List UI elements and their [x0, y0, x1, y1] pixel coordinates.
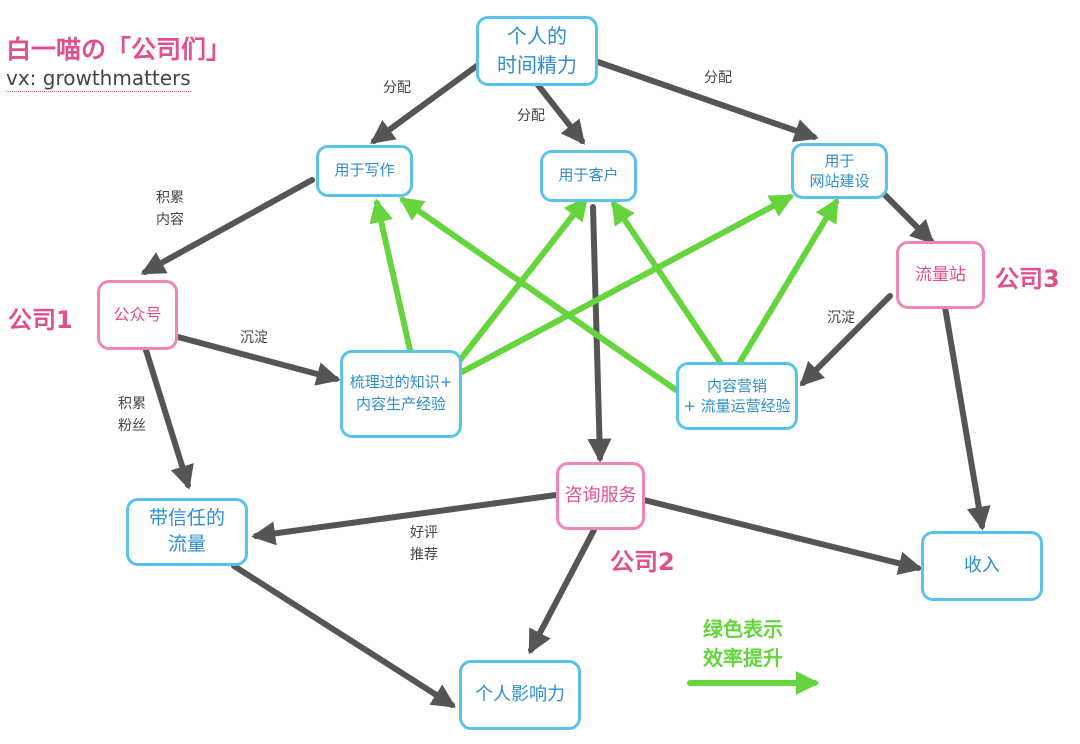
edge-time-to-site: [595, 59, 819, 143]
edge-site-to-trafficsite: [881, 191, 935, 245]
edge-trafficsite-to-income: [942, 304, 991, 531]
edge-knowledge-to-write: [369, 198, 413, 353]
label-deposit-left: 沉淀: [240, 330, 268, 346]
edge-time-to-write: [370, 62, 481, 144]
page-title: 白一喵の「公司们」: [6, 35, 232, 64]
node-traffic-site: 流量站: [896, 241, 985, 309]
edge-consult-to-trusted: [251, 492, 559, 546]
node-time-energy: 个人的 时间精力: [476, 16, 598, 86]
node-content-marketing: 内容营销 + 流量运营经验: [676, 362, 798, 430]
edge-consult-to-influence: [528, 527, 597, 655]
edge-marketing-to-client: [611, 200, 723, 365]
edge-marketing-to-write: [399, 197, 679, 393]
node-for-writing: 用于写作: [316, 145, 413, 197]
label-deposit-right: 沉淀: [827, 310, 855, 326]
node-for-clients: 用于客户: [540, 150, 637, 202]
edge-time-to-client: [535, 82, 585, 145]
edge-trafficsite-to-marketing: [799, 293, 893, 387]
label-allocate-right: 分配: [704, 70, 732, 86]
label-good-review: 好评 推荐: [410, 525, 438, 563]
edge-consult-to-income: [641, 497, 923, 576]
label-allocate-middle: 分配: [517, 108, 545, 124]
node-for-website: 用于 网站建设: [791, 143, 888, 199]
edge-wechat-to-trusted: [142, 344, 194, 490]
edge-knowledge-to-site: [459, 194, 795, 375]
company-3-label: 公司3: [995, 265, 1060, 293]
label-accumulate-content: 积累 内容: [156, 190, 184, 228]
company-1-label: 公司1: [8, 306, 73, 334]
node-income: 收入: [921, 531, 1043, 601]
label-accumulate-fans: 积累 粉丝: [118, 396, 146, 434]
node-trusted-traffic: 带信任的 流量: [126, 498, 248, 566]
edge-marketing-to-site: [737, 197, 839, 365]
node-wechat-account: 公众号: [97, 280, 178, 350]
legend-text: 绿色表示 效率提升: [703, 617, 783, 670]
page-subtitle: vx: growthmatters: [6, 66, 191, 92]
edge-write-to-wechat: [140, 177, 315, 275]
label-allocate-left: 分配: [383, 80, 411, 96]
company-2-label: 公司2: [610, 548, 675, 576]
node-organized-knowledge: 梳理过的知识+ 内容生产经验: [340, 350, 462, 438]
edge-trusted-to-influence: [231, 563, 457, 708]
node-personal-influence: 个人影响力: [459, 660, 581, 730]
node-consulting-service: 咨询服务: [556, 462, 645, 530]
edge-wechat-to-knowledge: [175, 334, 341, 386]
